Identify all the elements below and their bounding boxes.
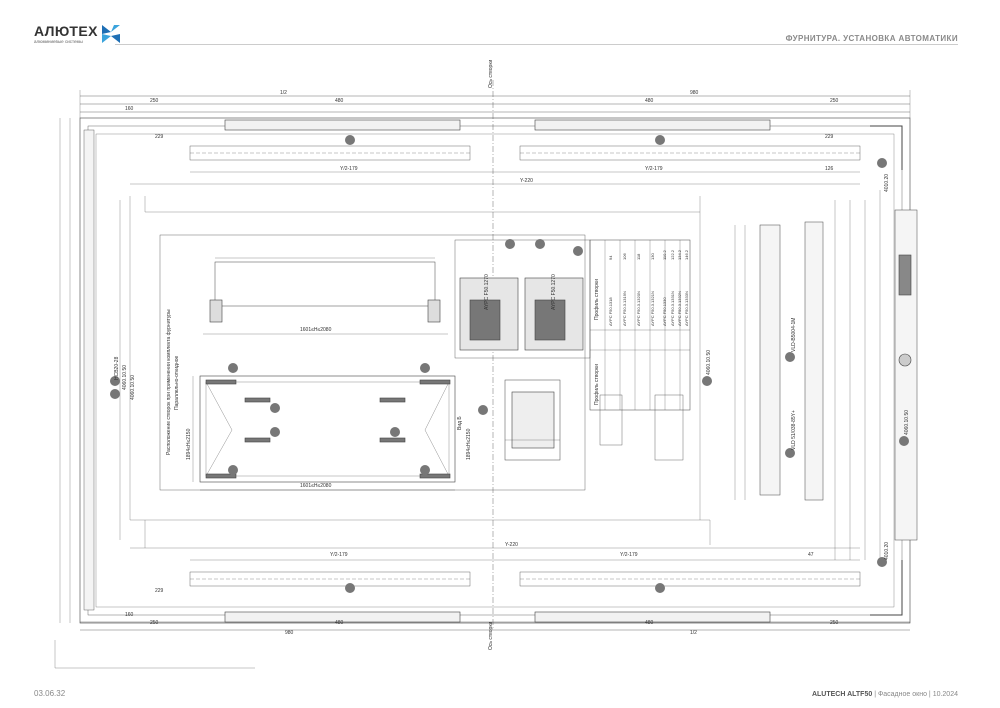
profiles-header: Профиль створки [594,279,600,320]
brand-logo: АЛЮТЕХ алюминиевые системы [34,24,121,44]
part-label-2: 4060.10.50 [130,375,136,400]
profile-value: 146.2 [684,249,689,260]
brand-tagline: алюминиевые системы [34,39,83,44]
marker-circle [345,583,355,593]
dim-480-bottom-right: 480 [645,620,654,626]
profile-value: 118 [636,253,641,260]
profile-code: AYPC F50.3.1332N [677,291,682,326]
profile-code: AYPC F50.3.1320N [636,291,641,326]
marker-circle [785,448,795,458]
dim-126: 126 [825,166,834,172]
footer-section: Фасадное окно [877,691,927,698]
marker-circle [655,583,665,593]
layout-label: Расположение створок при применении комп… [166,309,172,455]
profile-code: AYPC F50.3.1321N [650,291,655,326]
marker-circle [877,557,887,567]
dim-160-bottom: 160 [125,612,134,618]
marker-circle [420,465,430,475]
footer-product: ALUTECH ALTF50 [811,691,873,698]
part-label-4: 4060.10.50 [706,350,712,375]
marker-circle [877,158,887,168]
marker-circle [110,389,120,399]
profile-value: 122.2 [670,249,675,260]
footer-info: ALUTECH ALTF50 | Фасадное окно | 10.2024 [811,691,958,698]
axis-label-top: Ось створки [488,59,494,88]
dim-229-bottom: 229 [155,588,164,594]
dim-top-total: 980 [690,90,699,96]
dim-229-right: 229 [825,134,834,140]
marker-circle [270,427,280,437]
dim-y2-left: Y/2-179 [340,166,358,172]
profiles-header-2: Профиль створки [594,364,600,405]
dim-y220-bottom: Y-220 [505,542,518,548]
dim-250-bottom-right: 250 [830,620,839,626]
height-formula-right: 1894≤H≤2150 [466,428,472,460]
part-label-0: HCB20-28 [114,356,120,380]
dim-top-half: 1/2 [280,90,287,96]
brand-name: АЛЮТЕХ [34,23,98,39]
marker-circle [270,403,280,413]
dim-160-top: 160 [125,106,134,112]
header-divider [115,44,958,45]
width-formula-top: 1601≤H≤2080 [300,327,332,333]
lock-label: VLD-B5004-1M [791,318,797,352]
page-code: 03.06.32 [34,689,66,698]
marker-circle [535,239,545,249]
brand-mark-icon [101,24,121,44]
part-label-3: 4010.20 [884,174,890,192]
dim-229-top: 229 [155,134,164,140]
axis-label-bottom: Ось створки [488,621,494,650]
part-label-6: 4060.10.50 [904,410,910,435]
marker-circle [420,363,430,373]
dim-y2-right: Y/2-179 [645,166,663,172]
dim-y220-top: Y-220 [520,178,533,184]
dim-480-right: 480 [645,98,654,104]
profile-code: AYPC F50.3.1333N [684,291,689,326]
marker-circle [390,427,400,437]
width-formula-bottom: 1601≤H≤2080 [300,483,332,489]
dim-47: 47 [808,552,814,558]
marker-circle [345,135,355,145]
marker-circle [110,376,120,386]
dim-y2-bottom-right: Y/2-179 [620,552,638,558]
profile-code: AYPC F50.1330 [662,297,667,326]
page-title: ФУРНИТУРА. УСТАНОВКА АВТОМАТИКИ [785,34,958,43]
dim-480-left: 480 [335,98,344,104]
profile-code: AYPC F50.3.1331N [670,291,675,326]
profile-code-b: AYPC F50.1270 [551,274,557,310]
marker-circle [228,363,238,373]
dim-480-bottom-left: 480 [335,620,344,626]
outer-frame [79,117,911,624]
height-formula-left: 1894≤H≤2150 [186,428,192,460]
marker-circle [505,239,515,249]
profile-value: 94 [608,255,613,260]
view-label: Вид Б [457,416,463,430]
layout-label-2: Параллельно-откидное [174,355,180,410]
marker-circle [478,405,488,415]
profile-value: 110.2 [662,250,667,260]
marker-circle [702,376,712,386]
profile-code: AYPC F50.1318 [608,297,613,326]
marker-circle [899,436,909,446]
profile-value: 106 [622,253,627,260]
marker-circle [573,246,583,256]
dim-bottom-half: 1/2 [690,630,697,636]
dim-y2-bottom-left: Y/2-179 [330,552,348,558]
marker-circle [655,135,665,145]
profile-code-a: AYPC F50.1270 [484,274,490,310]
profile-value: 134.2 [677,249,682,260]
part-label-5: 4010.20 [884,542,890,560]
footer-date: 10.2024 [932,691,958,698]
profile-code: AYPC F50.3.1319N [622,291,627,326]
dim-250-left: 250 [150,98,159,104]
part-label-1: 4060.10.50 [122,365,128,390]
dim-250-bottom-left: 250 [150,620,159,626]
profile-value: 130 [650,253,655,260]
dim-bottom-total: 980 [285,630,294,636]
motor-label: VLD 51/038-85Y+ [791,410,797,450]
marker-circle [228,465,238,475]
marker-circle [785,352,795,362]
dim-250-right: 250 [830,98,839,104]
